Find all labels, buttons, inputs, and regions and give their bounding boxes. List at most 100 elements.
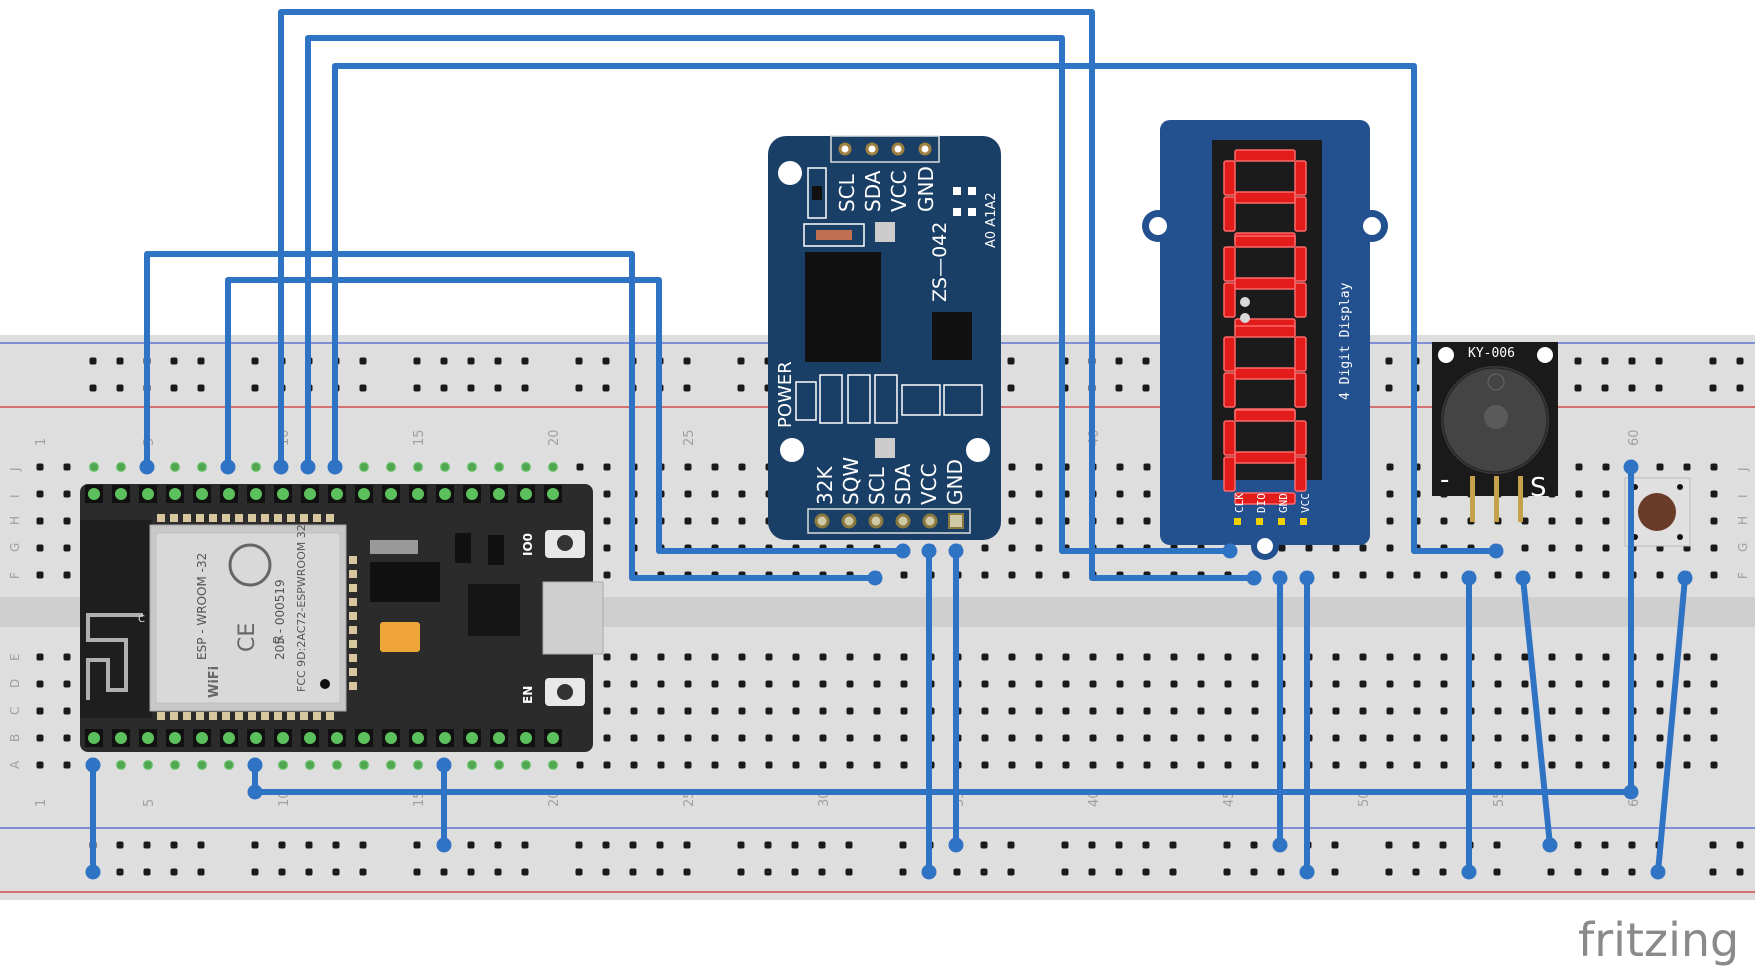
wire-end xyxy=(85,864,101,880)
esp32-module-label: ESP - WROOM -32 xyxy=(195,553,209,660)
rtc-top-pin-sda: SDA xyxy=(861,170,885,212)
wire-end xyxy=(1650,864,1666,880)
wire-end xyxy=(1299,864,1315,880)
wire-end xyxy=(1542,837,1558,853)
esp32-cert-label: 205 - 000519 xyxy=(273,579,287,660)
wire-end xyxy=(1461,864,1477,880)
row-letter: H xyxy=(8,516,22,525)
column-number: 15 xyxy=(412,429,427,446)
wire-end xyxy=(247,784,263,800)
rtc-top-pin-gnd: GND xyxy=(914,166,938,212)
row-letter: I xyxy=(1736,494,1750,498)
eeprom-chip xyxy=(932,312,972,360)
row-letter: A xyxy=(8,760,22,769)
row-letter: G xyxy=(8,543,22,552)
row-letter: G xyxy=(1736,543,1750,552)
wire-end xyxy=(327,459,343,475)
esp32-en-label: EN xyxy=(521,686,535,704)
wire-end xyxy=(220,459,236,475)
wire-end xyxy=(1515,570,1531,586)
esp32-board: ESP - WROOM -32 205 - 000519 FCC 9D:2AC7… xyxy=(80,462,604,770)
esp32-c-label: C xyxy=(138,614,145,625)
esp32-pin-headers xyxy=(85,462,562,770)
wire-end xyxy=(921,864,937,880)
wire-end xyxy=(1677,570,1693,586)
row-letter: H xyxy=(1736,516,1750,525)
jumper-wire xyxy=(1655,575,1688,875)
row-letter: F xyxy=(8,572,22,579)
espressif-logo-icon xyxy=(228,543,272,587)
row-letter: C xyxy=(8,707,22,715)
column-number: 60 xyxy=(1627,429,1642,446)
display-title: 4 Digit Display xyxy=(1338,282,1353,400)
wire-end xyxy=(1623,459,1639,475)
rtc-top-pin-scl: SCL xyxy=(835,173,859,212)
row-letter: F xyxy=(1736,572,1750,579)
column-number: 25 xyxy=(682,429,697,446)
wire-end xyxy=(1488,543,1504,559)
jumper-wire xyxy=(144,251,878,581)
buzzer-module: KY-006 - S xyxy=(1432,342,1558,522)
display-pin-gnd: GND xyxy=(1277,493,1290,513)
jumper-wire xyxy=(305,35,1233,554)
fritzing-watermark: fritzing xyxy=(1578,913,1739,967)
buzzer-minus-label: - xyxy=(1440,465,1449,495)
wire-end xyxy=(1222,543,1238,559)
io0-button[interactable] xyxy=(557,535,573,551)
push-button[interactable] xyxy=(1624,477,1691,547)
rtc-main-chip xyxy=(805,252,881,362)
buzzer-s-label: S xyxy=(1530,473,1547,503)
column-number: 5 xyxy=(142,799,157,807)
column-number: 1 xyxy=(34,438,49,446)
row-letter: D xyxy=(8,679,22,688)
wire-end xyxy=(273,459,289,475)
row-letter: J xyxy=(1736,467,1750,472)
row-letter: B xyxy=(8,734,22,742)
jumper-wire xyxy=(278,9,1257,581)
rtc-bottom-pin-sqw: SQW xyxy=(839,457,863,505)
wire-end xyxy=(1272,570,1288,586)
rtc-chip-label: ZS—042 xyxy=(929,222,951,302)
column-number: 20 xyxy=(547,429,562,446)
esp32-io0-label: IO0 xyxy=(521,533,535,556)
rtc-module: SCL SDA VCC GND ZS—042 A0 A1A2 POWER 32K… xyxy=(768,135,1001,540)
wire-end xyxy=(436,757,452,773)
tantalum-capacitor xyxy=(380,622,420,652)
display-pin-dio: DIO xyxy=(1255,493,1268,513)
rtc-bottom-pin-32k: 32K xyxy=(813,466,837,505)
wire-end xyxy=(300,459,316,475)
seven-segment-digits xyxy=(1223,149,1307,505)
wire-end xyxy=(948,837,964,853)
column-number: 1 xyxy=(34,799,49,807)
wire-end xyxy=(948,543,964,559)
row-letter: I xyxy=(8,494,22,498)
display-pin-clk: CLK xyxy=(1233,493,1246,513)
wire-end xyxy=(1246,570,1262,586)
rtc-address-label: A0 A1A2 xyxy=(984,192,999,248)
wire-end xyxy=(139,459,155,475)
micro-usb-port[interactable] xyxy=(542,581,604,655)
jumper-wire xyxy=(332,63,1499,554)
wire-end xyxy=(247,757,263,773)
jumper-wires xyxy=(85,9,1693,880)
wire-end xyxy=(1461,570,1477,586)
wire-end xyxy=(1272,837,1288,853)
usb-uart-chip xyxy=(468,584,520,636)
four-digit-display: 4 Digit Display CLK DIO GND VCC xyxy=(1142,120,1388,560)
wire-end xyxy=(895,543,911,559)
wire-end xyxy=(436,837,452,853)
wire-end xyxy=(1623,784,1639,800)
jumper-wire xyxy=(1520,575,1553,848)
en-button[interactable] xyxy=(557,684,573,700)
rtc-bottom-pin-vcc: VCC xyxy=(917,463,941,505)
wire-end xyxy=(867,570,883,586)
rtc-top-pin-vcc: VCC xyxy=(887,170,911,212)
wire-end xyxy=(85,757,101,773)
wire-end xyxy=(1299,570,1315,586)
buzzer-label: KY-006 xyxy=(1468,346,1515,361)
rtc-bottom-pin-scl: SCL xyxy=(865,466,889,505)
row-letter: E xyxy=(8,653,22,661)
esp32-fcc-label: FCC 9D:2AC72-ESPWROOM 32 xyxy=(295,524,308,692)
esp32-r-label: R xyxy=(272,635,287,644)
